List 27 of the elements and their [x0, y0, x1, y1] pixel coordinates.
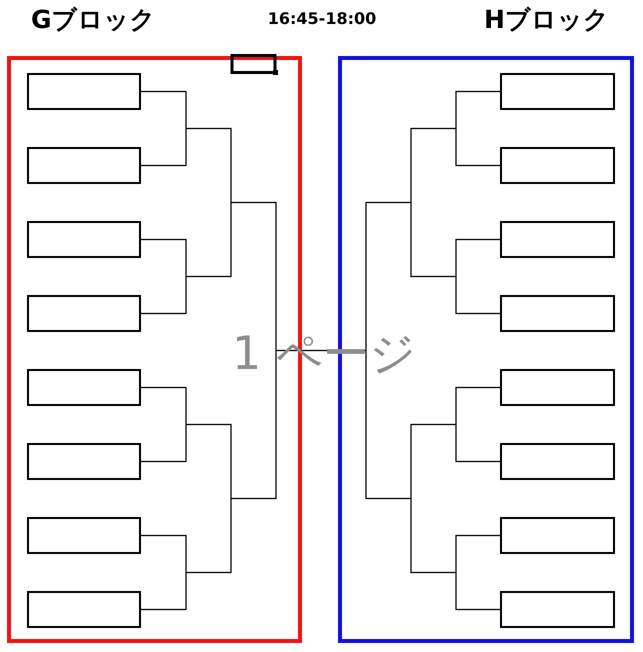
entry-box	[27, 73, 141, 110]
bracket-line	[455, 238, 500, 314]
block-heading: Gブロック	[31, 5, 156, 35]
entry-box	[500, 369, 615, 406]
bracket-line	[455, 90, 500, 166]
entry-box	[27, 221, 141, 258]
title: 16:45-18:00	[268, 8, 376, 30]
entry-box	[500, 73, 615, 110]
entry-box	[500, 591, 615, 628]
bracket-line	[455, 386, 500, 462]
entry-box	[27, 369, 141, 406]
entry-box	[500, 221, 615, 258]
entry-box	[27, 443, 141, 480]
entry-box	[27, 147, 141, 184]
bracket-line	[455, 534, 500, 610]
bracket-line	[141, 534, 187, 610]
entry-box	[500, 517, 615, 554]
bracket-line	[141, 238, 187, 314]
entry-box	[27, 591, 141, 628]
bracket-line	[141, 386, 187, 462]
bracket-line	[141, 90, 187, 166]
entry-box	[500, 443, 615, 480]
block-heading: Hブロック	[484, 5, 609, 35]
entry-box	[27, 517, 141, 554]
entry-box	[500, 295, 615, 332]
entry-box	[27, 295, 141, 332]
entry-box	[500, 147, 615, 184]
